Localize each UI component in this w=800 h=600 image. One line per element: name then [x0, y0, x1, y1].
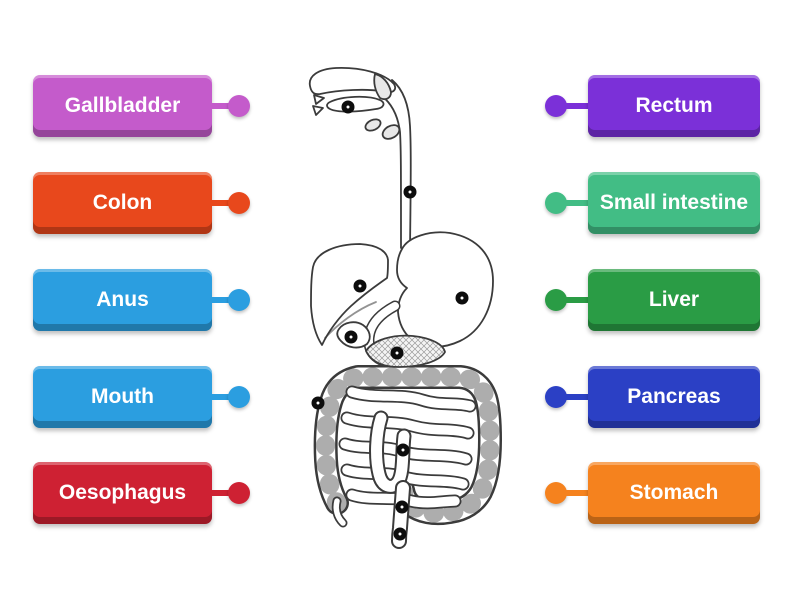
label-text: Liver	[648, 288, 700, 312]
connector-stem	[556, 490, 588, 496]
label-box: Small intestine	[588, 172, 760, 234]
diagram-answer-marker-10[interactable]	[393, 527, 407, 541]
connector-stem	[212, 490, 241, 496]
label-text: Pancreas	[627, 385, 721, 409]
diagram-answer-marker-3[interactable]	[353, 279, 367, 293]
label-gallbladder[interactable]: Gallbladder	[33, 75, 250, 137]
diagram-answer-marker-5[interactable]	[344, 330, 358, 344]
label-text: Colon	[92, 191, 153, 215]
diagram-answer-marker-1[interactable]	[341, 100, 355, 114]
label-text: Gallbladder	[64, 94, 181, 118]
label-box: Gallbladder	[33, 75, 212, 137]
connector-dot	[228, 95, 250, 117]
label-anus[interactable]: Anus	[33, 269, 250, 331]
label-oesophagus[interactable]: Oesophagus	[33, 462, 250, 524]
connector-dot	[228, 482, 250, 504]
diagram-answer-marker-4[interactable]	[455, 291, 469, 305]
connector-dot	[228, 192, 250, 214]
label-text: Anus	[96, 288, 149, 312]
label-rectum[interactable]: Rectum	[545, 75, 760, 137]
label-liver[interactable]: Liver	[545, 269, 760, 331]
label-box: Liver	[588, 269, 760, 331]
diagram-answer-marker-7[interactable]	[311, 396, 325, 410]
label-text: Stomach	[629, 481, 719, 505]
diagram-answer-marker-8[interactable]	[396, 443, 410, 457]
diagram-answer-marker-6[interactable]	[390, 346, 404, 360]
label-small-intestine[interactable]: Small intestine	[545, 172, 760, 234]
connector-dot	[228, 386, 250, 408]
label-text: Rectum	[635, 94, 713, 118]
label-box: Oesophagus	[33, 462, 212, 524]
connector-stem	[212, 103, 241, 109]
label-box: Mouth	[33, 366, 212, 428]
connector-dot	[228, 289, 250, 311]
diagram-answer-marker-9[interactable]	[395, 500, 409, 514]
connector-stem	[556, 394, 588, 400]
label-box: Anus	[33, 269, 212, 331]
label-text: Small intestine	[599, 191, 749, 215]
connector-stem	[556, 103, 588, 109]
connector-stem	[212, 297, 241, 303]
label-stomach[interactable]: Stomach	[545, 462, 760, 524]
label-text: Mouth	[91, 385, 154, 409]
label-colon[interactable]: Colon	[33, 172, 250, 234]
connector-stem	[556, 200, 588, 206]
label-box: Colon	[33, 172, 212, 234]
connector-stem	[556, 297, 588, 303]
label-box: Pancreas	[588, 366, 760, 428]
label-box: Rectum	[588, 75, 760, 137]
label-text: Oesophagus	[58, 481, 187, 505]
digestive-system-diagram	[308, 67, 502, 549]
connector-stem	[212, 200, 241, 206]
diagram-answer-marker-2[interactable]	[403, 185, 417, 199]
label-pancreas[interactable]: Pancreas	[545, 366, 760, 428]
connector-stem	[212, 394, 241, 400]
label-box: Stomach	[588, 462, 760, 524]
label-mouth[interactable]: Mouth	[33, 366, 250, 428]
